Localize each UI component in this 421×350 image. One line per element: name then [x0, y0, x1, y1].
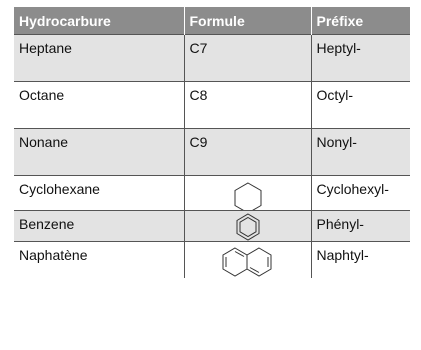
cell-name: Benzene [14, 210, 184, 242]
table-row: Benzene Phényl- [14, 210, 410, 242]
table-row: Heptane C7 Heptyl- [14, 34, 410, 82]
cell-prefix: Naphtyl- [310, 241, 410, 278]
cell-prefix: Nonyl- [310, 128, 410, 176]
cell-prefix: Cyclohexyl- [310, 175, 410, 211]
naphthalene-rings-icon [222, 247, 271, 277]
table-row: Cyclohexane Cyclohexyl- [14, 175, 410, 211]
cell-name: Nonane [14, 128, 184, 176]
cell-name: Heptane [14, 34, 184, 82]
cell-formula: C8 [183, 81, 311, 129]
header-formule: Formule [183, 7, 311, 35]
table-row: Nonane C9 Nonyl- [14, 128, 410, 176]
cell-formula: C9 [183, 128, 311, 176]
cell-structure [183, 241, 311, 278]
cell-prefix: Heptyl- [310, 34, 410, 82]
table-row: Naphatène Naphtyl- [14, 241, 410, 278]
cell-formula: C7 [183, 34, 311, 82]
cell-name: Cyclohexane [14, 175, 184, 211]
hydrocarbon-table: Hydrocarbure Formule Préfixe Heptane C7 … [14, 7, 410, 278]
benzene-ring-icon [236, 213, 259, 241]
cell-name: Octane [14, 81, 184, 129]
header-prefixe: Préfixe [310, 7, 410, 35]
cyclohexane-ring-icon [234, 182, 261, 210]
table-row: Octane C8 Octyl- [14, 81, 410, 129]
cell-prefix: Octyl- [310, 81, 410, 129]
cell-structure [183, 175, 311, 211]
header-hydrocarbure: Hydrocarbure [14, 7, 184, 35]
cell-name: Naphatène [14, 241, 184, 278]
cell-prefix: Phényl- [310, 210, 410, 242]
table-header-row: Hydrocarbure Formule Préfixe [14, 7, 410, 35]
cell-structure [183, 210, 311, 242]
